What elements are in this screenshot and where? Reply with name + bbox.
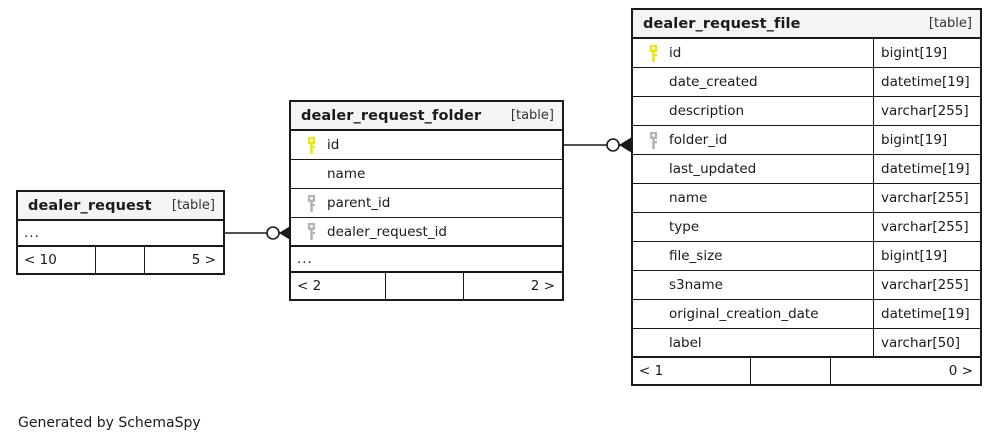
generated-by-caption: Generated by SchemaSpy: [18, 415, 201, 431]
column-name-label: original_creation_date: [669, 306, 819, 322]
key-glyph: [307, 194, 315, 212]
column-name-label: parent_id: [327, 195, 391, 211]
footer-incoming-count[interactable]: < 1: [633, 358, 751, 384]
column-name-cell: last_updated: [633, 155, 873, 183]
column-name-label: id: [327, 137, 340, 153]
key-glyph: [307, 136, 315, 154]
column-name-cell: original_creation_date: [633, 300, 873, 328]
table-header-dealer-request: dealer_request [table]: [18, 192, 223, 221]
key-glyph: [649, 131, 657, 149]
collapsed-columns-row[interactable]: ...: [18, 221, 223, 247]
column-type-cell: datetime[19]: [873, 155, 980, 183]
column-type-cell: varchar[255]: [873, 97, 980, 125]
key-icon-foreign: [641, 131, 665, 149]
key-glyph: [649, 44, 657, 62]
column-name-label: s3name: [669, 277, 723, 293]
column-name-label: description: [669, 103, 745, 119]
table-title: dealer_request_folder: [301, 107, 482, 124]
table-row[interactable]: name varchar[255]: [633, 184, 980, 213]
table-row[interactable]: s3name varchar[255]: [633, 271, 980, 300]
relationship-dealer-request-to-folder: [222, 225, 293, 241]
column-name-cell: name: [291, 160, 562, 188]
column-type-cell: bigint[19]: [873, 126, 980, 154]
column-name-cell: type: [633, 213, 873, 241]
table-row[interactable]: description varchar[255]: [633, 97, 980, 126]
table-row[interactable]: last_updated datetime[19]: [633, 155, 980, 184]
column-name-cell: s3name: [633, 271, 873, 299]
table-type-tag: [table]: [510, 108, 554, 123]
table-dealer-request-folder[interactable]: dealer_request_folder [table] id name: [289, 100, 564, 301]
column-type-cell: bigint[19]: [873, 242, 980, 270]
table-header-dealer-request-folder: dealer_request_folder [table]: [291, 102, 562, 131]
column-type-cell: varchar[255]: [873, 213, 980, 241]
column-type-cell: datetime[19]: [873, 68, 980, 96]
table-footer-dealer-request: < 10 5 >: [18, 247, 223, 273]
column-name-cell: label: [633, 329, 873, 356]
column-name-cell: file_size: [633, 242, 873, 270]
key-icon-foreign: [299, 194, 323, 212]
footer-incoming-count[interactable]: < 10: [18, 247, 96, 273]
column-type-cell: bigint[19]: [873, 39, 980, 67]
table-row[interactable]: original_creation_date datetime[19]: [633, 300, 980, 329]
table-title: dealer_request_file: [643, 15, 801, 32]
table-row[interactable]: type varchar[255]: [633, 213, 980, 242]
column-name-cell: dealer_request_id: [291, 218, 562, 245]
footer-middle-cell: [751, 358, 831, 384]
footer-incoming-count[interactable]: < 2: [291, 273, 386, 299]
table-type-tag: [table]: [928, 16, 972, 31]
footer-outgoing-count[interactable]: 2 >: [530, 278, 555, 294]
column-name-cell: name: [633, 184, 873, 212]
column-name-label: date_created: [669, 74, 758, 90]
table-row[interactable]: id bigint[19]: [633, 39, 980, 68]
footer-outgoing-count[interactable]: 5 >: [191, 252, 216, 268]
key-icon-primary: [299, 136, 323, 154]
key-icon-primary: [641, 44, 665, 62]
table-header-dealer-request-file: dealer_request_file [table]: [633, 10, 980, 39]
table-type-tag: [table]: [171, 198, 215, 213]
table-row[interactable]: label varchar[50]: [633, 329, 980, 358]
table-row[interactable]: dealer_request_id: [291, 218, 562, 247]
column-name-label: name: [669, 190, 708, 206]
column-name-label: folder_id: [669, 132, 728, 148]
column-name-cell: date_created: [633, 68, 873, 96]
column-type-cell: datetime[19]: [873, 300, 980, 328]
footer-outgoing-count[interactable]: 0 >: [948, 363, 973, 379]
table-footer-dealer-request-file: < 1 0 >: [633, 358, 980, 384]
collapsed-columns-row[interactable]: ...: [291, 247, 562, 273]
table-row[interactable]: folder_id bigint[19]: [633, 126, 980, 155]
column-name-label: label: [669, 334, 702, 351]
column-name-cell: id: [291, 131, 562, 159]
column-name-cell: description: [633, 97, 873, 125]
table-footer-dealer-request-folder: < 2 2 >: [291, 273, 562, 299]
column-name-cell: folder_id: [633, 126, 873, 154]
column-name-label: name: [327, 166, 366, 182]
column-type-cell: varchar[255]: [873, 184, 980, 212]
table-row[interactable]: id: [291, 131, 562, 160]
column-name-label: file_size: [669, 248, 723, 264]
column-type-cell: varchar[50]: [873, 329, 980, 356]
column-name-cell: id: [633, 39, 873, 67]
column-name-label: type: [669, 219, 700, 235]
footer-middle-cell: [96, 247, 146, 273]
table-dealer-request-file[interactable]: dealer_request_file [table] id bigint[19…: [631, 8, 982, 386]
column-type-cell: varchar[255]: [873, 271, 980, 299]
table-title: dealer_request: [28, 197, 152, 214]
table-dealer-request[interactable]: dealer_request [table] ... < 10 5 >: [16, 190, 225, 275]
relationship-folder-to-file: [562, 137, 633, 153]
table-row[interactable]: name: [291, 160, 562, 189]
column-name-label: dealer_request_id: [327, 223, 447, 240]
key-icon-foreign: [299, 223, 323, 240]
column-name-label: id: [669, 45, 682, 61]
column-name-cell: parent_id: [291, 189, 562, 217]
table-row[interactable]: parent_id: [291, 189, 562, 218]
key-glyph: [307, 223, 315, 240]
table-row[interactable]: date_created datetime[19]: [633, 68, 980, 97]
column-name-label: last_updated: [669, 161, 757, 177]
footer-middle-cell: [386, 273, 465, 299]
table-row[interactable]: file_size bigint[19]: [633, 242, 980, 271]
